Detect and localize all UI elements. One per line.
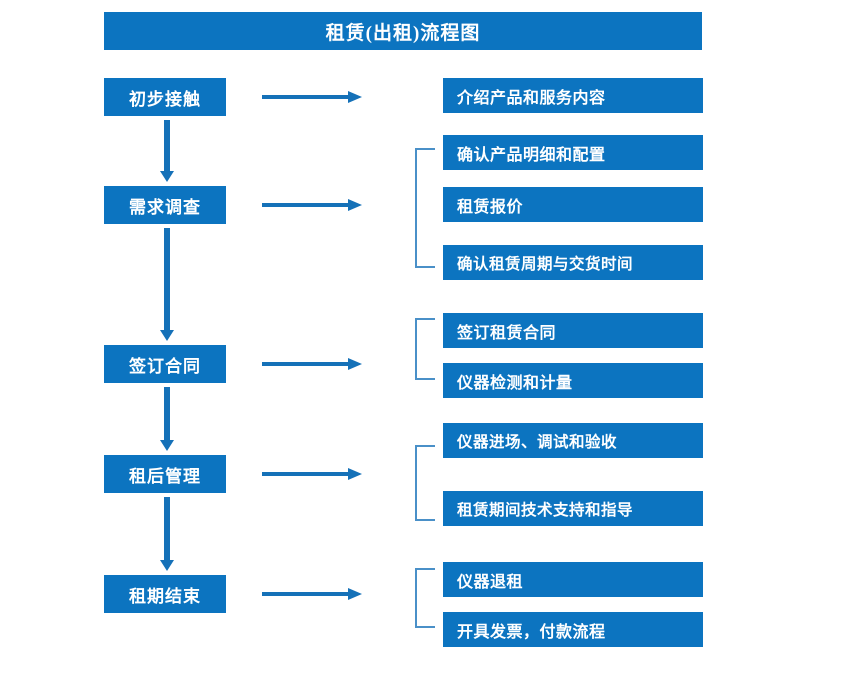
connector-arrow-4 — [262, 467, 362, 481]
detail-box-6[interactable]: 仪器检测和计量 — [443, 363, 703, 398]
detail-box-7[interactable]: 仪器进场、调试和验收 — [443, 423, 703, 458]
connector-arrow-3 — [262, 357, 362, 371]
arrow-head — [160, 330, 174, 341]
detail-box-4[interactable]: 确认租赁周期与交货时间 — [443, 245, 703, 280]
arrow-head — [348, 468, 362, 480]
group-bracket-2 — [415, 318, 435, 380]
arrow-shaft — [262, 472, 350, 476]
detail-box-2[interactable]: 确认产品明细和配置 — [443, 135, 703, 170]
arrow-shaft — [164, 497, 170, 560]
group-bracket-3 — [415, 445, 435, 521]
arrow-shaft — [164, 387, 170, 440]
group-bracket-1 — [415, 148, 435, 268]
arrow-shaft — [262, 95, 350, 99]
arrow-shaft — [164, 228, 170, 330]
arrow-head — [348, 91, 362, 103]
arrow-shaft — [262, 203, 350, 207]
arrow-head — [160, 440, 174, 451]
flow-arrow-down-4 — [160, 497, 174, 571]
stage-box-4[interactable]: 租后管理 — [104, 455, 226, 493]
detail-box-9[interactable]: 仪器退租 — [443, 562, 703, 597]
connector-arrow-1 — [262, 90, 362, 104]
flow-arrow-down-2 — [160, 228, 174, 341]
arrow-head — [348, 358, 362, 370]
arrow-shaft — [262, 592, 350, 596]
arrow-head — [160, 171, 174, 182]
stage-box-1[interactable]: 初步接触 — [104, 78, 226, 116]
arrow-head — [348, 199, 362, 211]
flow-arrow-down-3 — [160, 387, 174, 451]
arrow-head — [160, 560, 174, 571]
detail-box-8[interactable]: 租赁期间技术支持和指导 — [443, 491, 703, 526]
detail-box-3[interactable]: 租赁报价 — [443, 187, 703, 222]
detail-box-10[interactable]: 开具发票，付款流程 — [443, 612, 703, 647]
stage-box-3[interactable]: 签订合同 — [104, 345, 226, 383]
diagram-title: 租赁(出租)流程图 — [104, 12, 702, 50]
arrow-head — [348, 588, 362, 600]
flow-arrow-down-1 — [160, 120, 174, 182]
connector-arrow-2 — [262, 198, 362, 212]
connector-arrow-5 — [262, 587, 362, 601]
stage-box-2[interactable]: 需求调查 — [104, 186, 226, 224]
detail-box-1[interactable]: 介绍产品和服务内容 — [443, 78, 703, 113]
stage-box-5[interactable]: 租期结束 — [104, 575, 226, 613]
arrow-shaft — [164, 120, 170, 171]
detail-box-5[interactable]: 签订租赁合同 — [443, 313, 703, 348]
group-bracket-4 — [415, 568, 435, 628]
arrow-shaft — [262, 362, 350, 366]
